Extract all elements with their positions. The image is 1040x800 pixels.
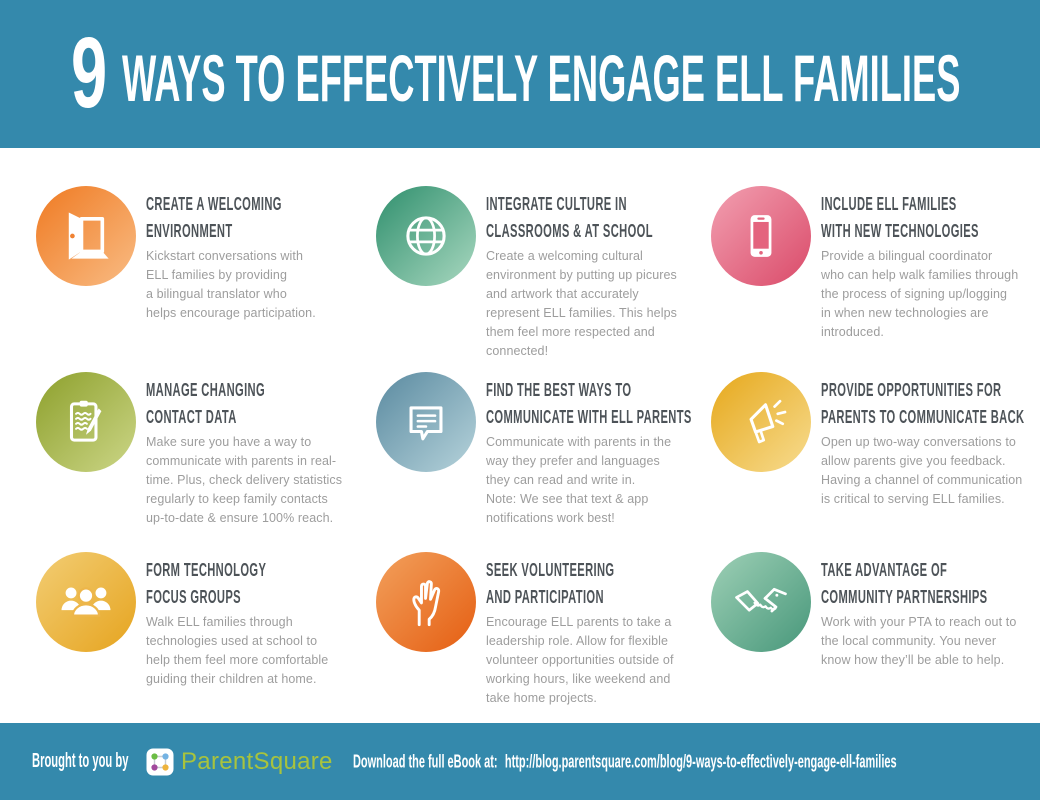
card-description: Provide a bilingual coordinator who can … <box>821 249 1019 339</box>
brought-label-wrap: Brought to you by <box>32 750 146 773</box>
card-title: FIND THE BEST WAYS TO COMMUNICATE WITH E… <box>486 380 692 427</box>
card-title: PROVIDE OPPORTUNITIES FOR PARENTS TO COM… <box>821 380 1025 427</box>
raised-hand-icon <box>376 552 476 652</box>
clipboard-pencil-icon <box>36 372 136 472</box>
parentsquare-wordmark[interactable]: ParentSquare <box>181 747 333 775</box>
header-number: 9 <box>71 17 108 129</box>
brought-label: Brought to you by <box>32 750 129 772</box>
info-card: INCLUDE ELL FAMILIES WITH NEW TECHNOLOGI… <box>711 186 1036 372</box>
page-title: WAYS TO EFFECTIVELY ENGAGE ELL FAMILIES <box>122 41 961 115</box>
globe-icon <box>376 186 476 286</box>
footer-band: Brought to you by ParentSquare Download … <box>0 723 1040 800</box>
card-title: TAKE ADVANTAGE OF COMMUNITY PARTNERSHIPS <box>821 560 988 607</box>
card-description: Communicate with parents in the way they… <box>486 435 672 525</box>
smartphone-icon <box>711 186 811 286</box>
card-description: Encourage ELL parents to take a leadersh… <box>486 615 674 705</box>
info-card: FIND THE BEST WAYS TO COMMUNICATE WITH E… <box>376 372 711 552</box>
door-open-icon <box>36 186 136 286</box>
info-card: FORM TECHNOLOGY FOCUS GROUPS Walk ELL fa… <box>36 552 376 723</box>
parentsquare-logo-icon[interactable] <box>146 748 174 776</box>
megaphone-icon <box>711 372 811 472</box>
chat-bubble-icon <box>376 372 476 472</box>
card-title: MANAGE CHANGING CONTACT DATA <box>146 380 266 427</box>
card-description: Make sure you have a way to communicate … <box>146 435 343 525</box>
card-title: CREATE A WELCOMING ENVIRONMENT <box>146 194 282 241</box>
footer-brand-area: Brought to you by ParentSquare <box>32 748 333 776</box>
info-card: SEEK VOLUNTEERING AND PARTICIPATION Enco… <box>376 552 711 723</box>
download-label: Download the full eBook at: <box>353 751 498 771</box>
info-card: CREATE A WELCOMING ENVIRONMENT Kickstart… <box>36 186 376 372</box>
card-description: Kickstart conversations with ELL familie… <box>146 249 316 320</box>
ebook-url[interactable]: http://blog.parentsquare.com/blog/9-ways… <box>504 751 897 771</box>
info-card: INTEGRATE CULTURE IN CLASSROOMS & AT SCH… <box>376 186 711 372</box>
card-title: SEEK VOLUNTEERING AND PARTICIPATION <box>486 560 615 607</box>
info-card: TAKE ADVANTAGE OF COMMUNITY PARTNERSHIPS… <box>711 552 1036 723</box>
handshake-icon <box>711 552 811 652</box>
card-description: Walk ELL families through technologies u… <box>146 615 329 686</box>
info-card: PROVIDE OPPORTUNITIES FOR PARENTS TO COM… <box>711 372 1036 552</box>
info-card: MANAGE CHANGING CONTACT DATA Make sure y… <box>36 372 376 552</box>
card-description: Create a welcoming cultural environment … <box>486 249 677 358</box>
footer-download-area: Download the full eBook at: http://blog.p… <box>353 751 1023 772</box>
card-title: INTEGRATE CULTURE IN CLASSROOMS & AT SCH… <box>486 194 653 241</box>
card-title: FORM TECHNOLOGY FOCUS GROUPS <box>146 560 267 607</box>
header-band: 9 WAYS TO EFFECTIVELY ENGAGE ELL FAMILIE… <box>0 0 1040 148</box>
card-grid: CREATE A WELCOMING ENVIRONMENT Kickstart… <box>0 148 1040 723</box>
card-description: Open up two-way conversations to allow p… <box>821 435 1023 506</box>
download-line: Download the full eBook at: http://blog.p… <box>353 751 897 772</box>
card-title: INCLUDE ELL FAMILIES WITH NEW TECHNOLOGI… <box>821 194 979 241</box>
people-group-icon <box>36 552 136 652</box>
card-description: Work with your PTA to reach out to the l… <box>821 615 1017 667</box>
